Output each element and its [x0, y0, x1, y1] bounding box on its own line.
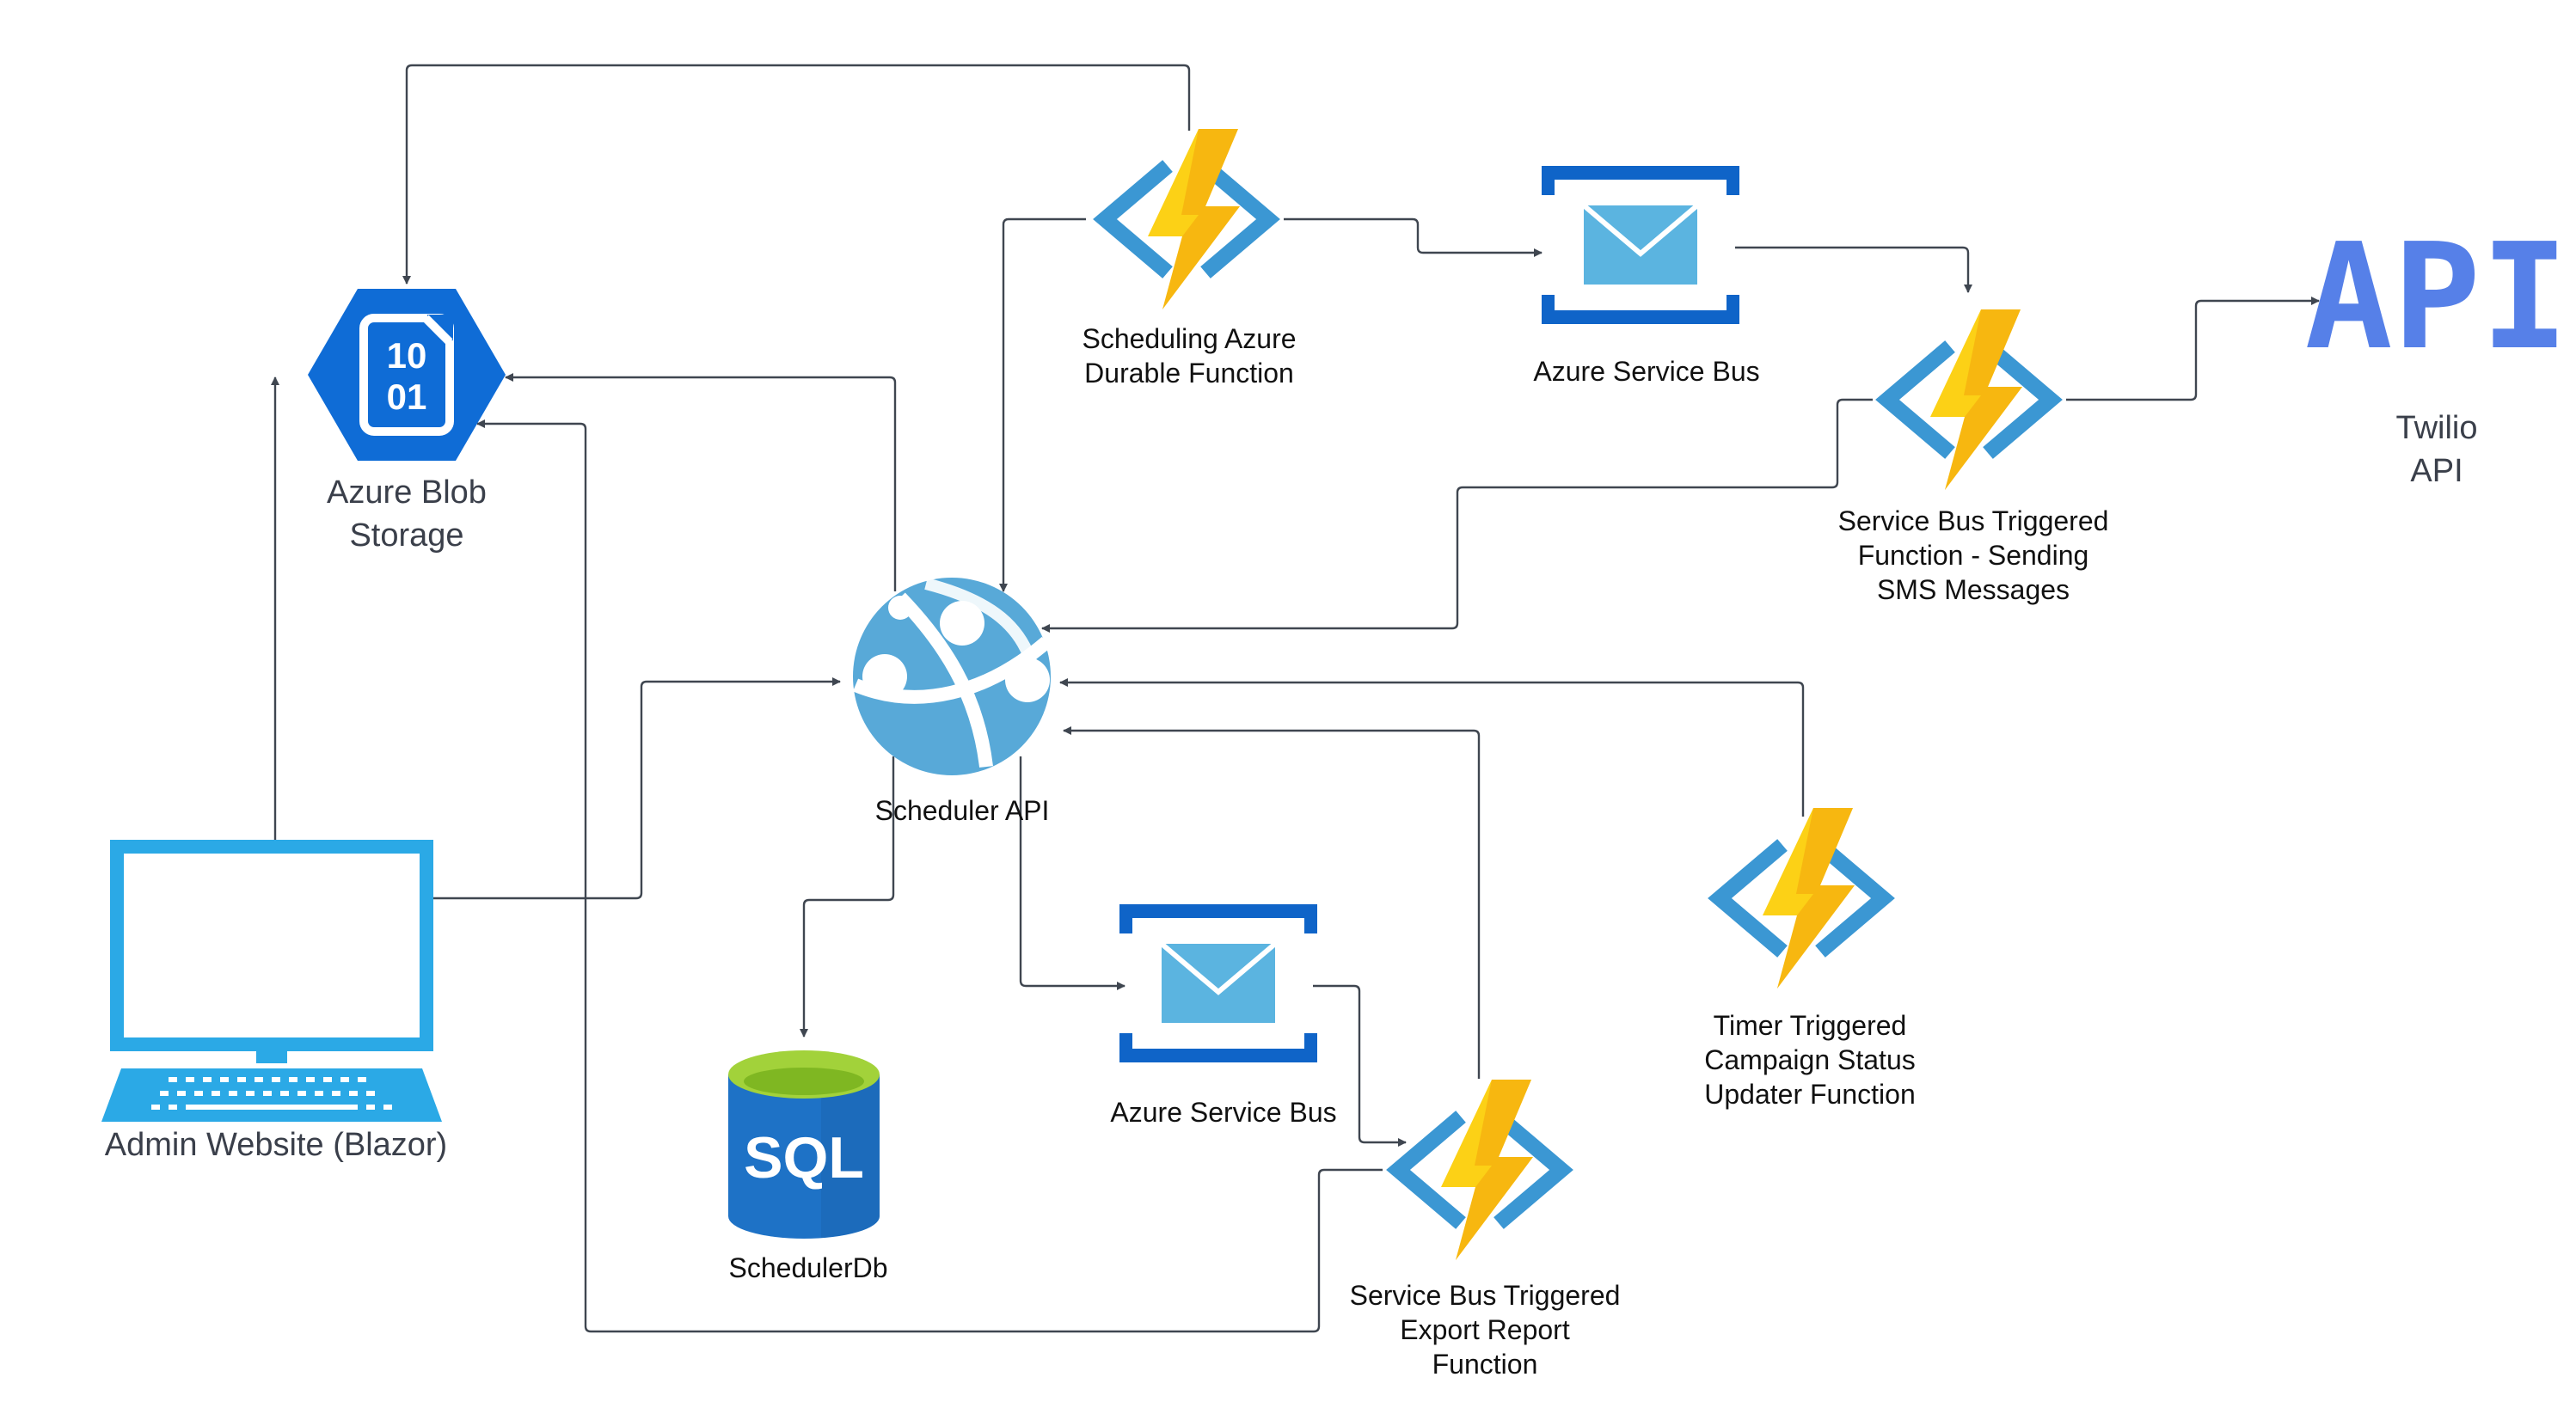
export-function-icon: [1398, 1080, 1561, 1260]
sql-icon-text: SQL: [744, 1125, 864, 1190]
scheduler-db-label: SchedulerDb: [728, 1252, 888, 1283]
sms-function-icon: [1887, 309, 2051, 490]
connector-sms-function-to-twilio: [2066, 297, 2320, 401]
sql-database-icon: SQL: [728, 1050, 880, 1239]
connector-sms-function-to-scheduler-api: [1041, 398, 1873, 633]
connector-scheduling-to-blob: [402, 64, 1191, 285]
service-bus-top-icon: [1542, 166, 1739, 324]
connector-scheduler-api-to-blob: [505, 373, 897, 591]
admin-website-label: Admin Website (Blazor): [104, 1127, 448, 1163]
connector-scheduling-to-scheduler-api: [999, 217, 1086, 592]
blob-icon-text-bottom: 01: [387, 376, 427, 417]
connector-admin-to-scheduler-api: [427, 677, 841, 900]
service-bus-top-label: Azure Service Bus: [1533, 356, 1760, 387]
sms-function-label: Service Bus Triggered Function - Sending…: [1837, 505, 2109, 605]
connector-export-function-to-blob: [476, 419, 1383, 1333]
connector-service-bus-to-sms-function: [1735, 246, 1972, 293]
connector-scheduler-api-to-db: [800, 756, 895, 1037]
timer-function-icon: [1720, 808, 1883, 988]
timer-function-label: Timer Triggered Campaign Status Updater …: [1704, 1010, 1916, 1110]
export-function-label: Service Bus Triggered Export Report Func…: [1349, 1280, 1621, 1380]
connector-timer-function-to-scheduler-api: [1059, 678, 1805, 817]
connector-export-function-to-scheduler-api: [1063, 726, 1481, 1079]
laptop-icon: [101, 840, 442, 1122]
blob-icon-text-top: 10: [387, 335, 427, 376]
connector-scheduling-to-service-bus: [1284, 217, 1543, 257]
connectors: [271, 64, 2320, 1333]
service-bus-bottom-icon: [1119, 904, 1317, 1062]
scheduler-api-label: Scheduler API: [874, 795, 1050, 826]
twilio-api-label: Twilio API: [2395, 410, 2478, 489]
connector-service-bus-to-export-function: [1313, 984, 1407, 1147]
azure-blob-storage-label: Azure Blob Storage: [327, 474, 487, 554]
azure-app-service-icon: [852, 578, 1052, 775]
azure-blob-storage-icon: 10 01: [308, 289, 506, 461]
scheduling-function-label: Scheduling Azure Durable Function: [1082, 323, 1297, 389]
api-icon: API: [2304, 212, 2568, 383]
connector-scheduler-api-to-service-bus: [1019, 756, 1125, 990]
scheduling-function-icon: [1105, 129, 1268, 309]
service-bus-bottom-label: Azure Service Bus: [1110, 1097, 1337, 1128]
